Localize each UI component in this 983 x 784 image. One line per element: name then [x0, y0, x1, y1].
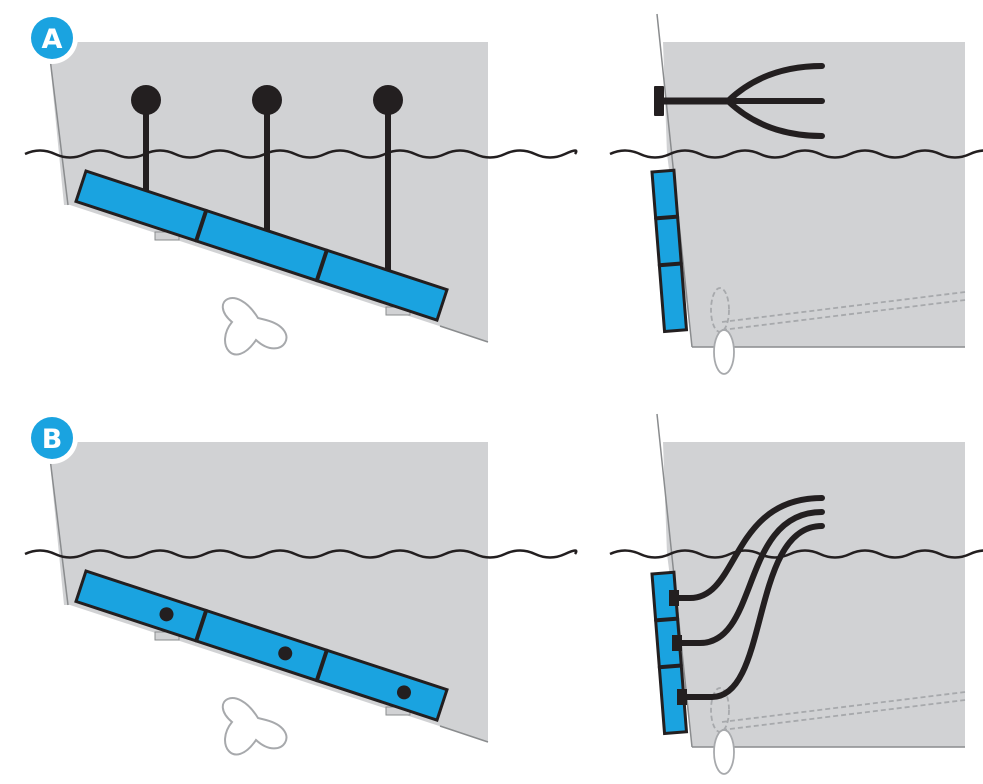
prop-shaft-ghost	[710, 687, 966, 733]
external-cables	[669, 495, 825, 705]
badge-b-label: B	[42, 424, 63, 455]
panel-a-side-view	[23, 41, 578, 356]
badge-b: B	[26, 412, 78, 464]
panel-a-rear-view	[608, 13, 983, 375]
propeller-outline-icon	[221, 297, 288, 356]
mast-mounts	[131, 85, 403, 270]
hull-rear	[663, 442, 965, 747]
propeller-outline-icon	[221, 697, 288, 756]
panel-b-side-view	[23, 441, 578, 756]
panel-b-rear-view	[608, 413, 983, 775]
modules-rear	[650, 168, 689, 334]
badge-a-label: A	[42, 24, 63, 55]
through-hull-cable	[654, 63, 825, 139]
modules	[74, 169, 449, 322]
badge-a: A	[26, 12, 78, 64]
hull-rear	[663, 42, 965, 347]
modules	[74, 569, 449, 722]
